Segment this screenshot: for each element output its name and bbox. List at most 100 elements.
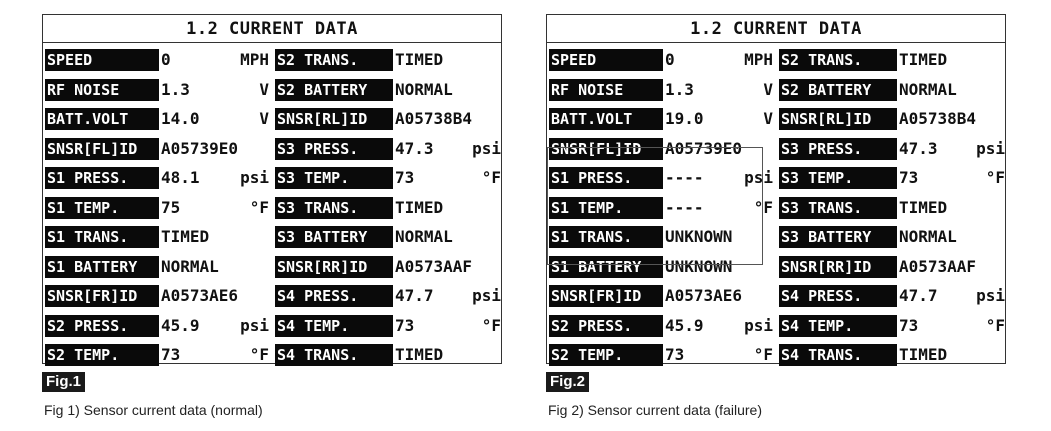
data-value: NORMAL: [395, 227, 453, 246]
data-label: S3 TEMP.: [275, 167, 393, 189]
data-unit: °F: [985, 168, 1005, 187]
data-value: A05739E0: [161, 138, 239, 158]
data-unit: °F: [985, 315, 1005, 335]
data-value: 19.0: [665, 109, 704, 128]
data-value: UNKNOWN: [665, 227, 733, 246]
data-label: S3 TRANS.: [779, 196, 897, 219]
data-label: S1 TEMP.: [549, 196, 663, 219]
data-value: A0573AE6: [665, 286, 743, 305]
data-unit: °F: [481, 315, 501, 335]
data-value: A05739E0: [665, 138, 743, 158]
data-value: 75: [161, 197, 181, 217]
data-value: 47.3: [395, 138, 434, 158]
data-unit: °F: [249, 345, 269, 364]
data-value: TIMED: [395, 50, 444, 69]
data-value: 45.9: [161, 315, 200, 335]
data-label: S3 BATTERY: [779, 226, 897, 248]
data-label: S1 TEMP.: [45, 196, 159, 219]
data-label: SPEED: [549, 49, 663, 71]
data-label: S4 TRANS.: [275, 344, 393, 366]
data-label: SNSR[FR]ID: [549, 285, 663, 307]
data-value: A0573AAF: [395, 256, 473, 276]
data-value: NORMAL: [899, 227, 957, 246]
data-label: S2 TRANS.: [779, 49, 897, 71]
data-label: S4 TRANS.: [779, 344, 897, 366]
data-unit: V: [259, 109, 269, 128]
data-label: RF NOISE: [549, 78, 663, 101]
data-value: UNKNOWN: [665, 256, 733, 276]
data-value: TIMED: [899, 345, 948, 364]
data-value: ----: [665, 168, 704, 187]
data-value: 47.7: [395, 286, 434, 305]
data-value: A0573AE6: [161, 286, 239, 305]
data-label: S3 TRANS.: [275, 196, 393, 219]
data-unit: psi: [240, 315, 269, 335]
data-value: 0: [665, 50, 675, 69]
data-label: SNSR[RL]ID: [275, 108, 393, 130]
data-unit: psi: [744, 315, 773, 335]
figure-tag: Fig.2: [546, 372, 590, 392]
data-value: 47.7: [899, 286, 938, 305]
data-value: 73: [395, 315, 415, 335]
data-label: S2 BATTERY: [275, 78, 393, 101]
data-label: S2 BATTERY: [779, 78, 897, 101]
data-value: NORMAL: [395, 79, 453, 99]
data-label: S1 TRANS.: [549, 226, 663, 248]
data-value: 14.0: [161, 109, 200, 128]
data-value: 73: [899, 315, 919, 335]
data-label: RF NOISE: [45, 78, 159, 101]
data-unit: psi: [240, 168, 269, 187]
data-value: TIMED: [899, 50, 948, 69]
screen-title: 1.2 CURRENT DATA: [547, 15, 1005, 43]
data-value: TIMED: [395, 345, 444, 364]
data-label: BATT.VOLT: [549, 108, 663, 130]
data-unit: psi: [976, 286, 1005, 305]
data-unit: °F: [753, 197, 773, 217]
data-label: S4 TEMP.: [779, 314, 897, 337]
data-label: BATT.VOLT: [45, 108, 159, 130]
data-value: 1.3: [665, 79, 694, 99]
data-value: A05738B4: [899, 109, 977, 128]
data-label: S1 BATTERY: [45, 255, 159, 278]
data-label: S2 PRESS.: [45, 314, 159, 337]
data-value: 1.3: [161, 79, 190, 99]
data-unit: psi: [472, 138, 501, 158]
data-unit: V: [763, 79, 773, 99]
data-label: S1 TRANS.: [45, 226, 159, 248]
data-unit: V: [763, 109, 773, 128]
data-unit: MPH: [744, 50, 773, 69]
data-value: 73: [161, 345, 181, 364]
data-label: S3 BATTERY: [275, 226, 393, 248]
figure-caption: Fig 1) Sensor current data (normal): [44, 402, 263, 418]
data-value: NORMAL: [161, 256, 219, 276]
data-label: S3 PRESS.: [275, 137, 393, 160]
data-label: SPEED: [45, 49, 159, 71]
data-unit: MPH: [240, 50, 269, 69]
data-label: S1 PRESS.: [549, 167, 663, 189]
data-value: 73: [665, 345, 685, 364]
data-unit: V: [259, 79, 269, 99]
data-value: TIMED: [161, 227, 210, 246]
data-value: ----: [665, 197, 704, 217]
figure-caption: Fig 2) Sensor current data (failure): [548, 402, 762, 418]
figure-tag: Fig.1: [42, 372, 86, 392]
data-value: 73: [395, 168, 415, 187]
data-label: SNSR[FL]ID: [45, 137, 159, 160]
data-value: TIMED: [899, 197, 948, 217]
data-label: SNSR[RR]ID: [779, 255, 897, 278]
data-unit: °F: [753, 345, 773, 364]
data-label: S1 PRESS.: [45, 167, 159, 189]
data-value: NORMAL: [899, 79, 957, 99]
data-label: S2 TEMP.: [45, 344, 159, 366]
data-value: 0: [161, 50, 171, 69]
data-label: S2 TEMP.: [549, 344, 663, 366]
data-label: S3 TEMP.: [779, 167, 897, 189]
data-unit: psi: [472, 286, 501, 305]
data-value: 48.1: [161, 168, 200, 187]
data-label: S2 PRESS.: [549, 314, 663, 337]
data-label: S3 PRESS.: [779, 137, 897, 160]
data-value: TIMED: [395, 197, 444, 217]
data-value: 45.9: [665, 315, 704, 335]
